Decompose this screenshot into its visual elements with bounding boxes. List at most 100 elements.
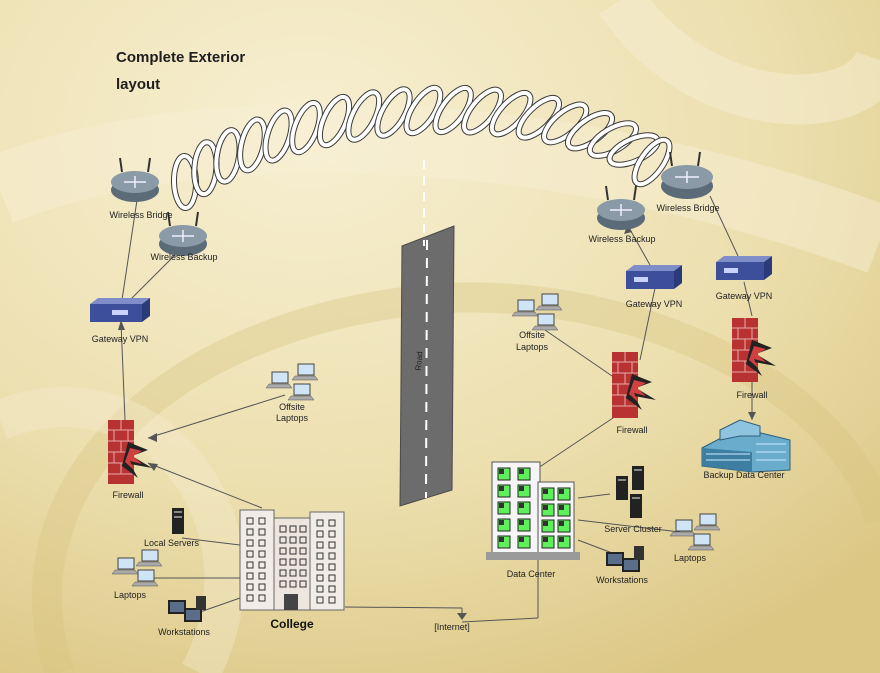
data-center-window-shade (499, 503, 504, 508)
firewall-left-icon (108, 420, 152, 484)
connections (120, 195, 753, 623)
gateway-vpn-right-2-label: Gateway VPN (715, 291, 773, 301)
college-window (299, 558, 307, 566)
offsite-laptops-right-icon (511, 293, 563, 331)
data-center-window-shade (559, 505, 564, 510)
helix-ring (433, 85, 473, 135)
data-center-window-shade (519, 469, 524, 474)
college-label: College (270, 617, 314, 631)
firewall-right-1-icon (612, 352, 656, 418)
college-window (258, 594, 266, 602)
college-window (316, 530, 324, 538)
workstations-left-icon (168, 596, 206, 622)
firewall-right-1-label: Firewall (616, 425, 648, 435)
page-title: Complete Exterior layout (116, 49, 246, 93)
college-window (246, 528, 254, 536)
data-center-building-icon (486, 461, 580, 560)
data-center-window-shade (519, 503, 524, 508)
wireless-link-helix (170, 84, 673, 211)
college-window (289, 580, 297, 588)
wireless-bridge-left-label: Wireless Bridge (109, 210, 173, 220)
helix-ring (462, 87, 503, 135)
offsite-laptops-left-icon (265, 363, 319, 401)
helix-ring (290, 100, 322, 155)
offsite-laptops-left-label-2: Laptops (275, 413, 309, 423)
college-window (299, 525, 307, 533)
data-center-window-shade (499, 469, 504, 474)
college-window (258, 539, 266, 547)
college-window (279, 547, 287, 555)
offsite-laptops-right-label-1: Offsite (519, 330, 545, 340)
college-window (279, 569, 287, 577)
wireless-backup-left-router (159, 211, 207, 256)
offsite-laptops-right-label-2: Laptops (515, 342, 549, 352)
college-window (279, 580, 287, 588)
college-window (328, 541, 336, 549)
firewall-right-2-icon (732, 318, 776, 382)
college-window (316, 563, 324, 571)
college-window (299, 580, 307, 588)
college-window (246, 517, 254, 525)
college-window (289, 558, 297, 566)
helix-ring (263, 108, 294, 163)
college-window (328, 574, 336, 582)
wireless-backup-right-router (597, 185, 645, 230)
college-window (316, 585, 324, 593)
college-window (258, 550, 266, 558)
college-window (289, 569, 297, 577)
laptops-right-icon (669, 513, 721, 551)
gateway-vpn-right-1-label: Gateway VPN (625, 299, 683, 309)
gateway-vpn-left-icon (90, 298, 150, 322)
college-window (316, 519, 324, 527)
firewall-right-2-label: Firewall (736, 390, 768, 400)
college-window (328, 552, 336, 560)
college-window (258, 528, 266, 536)
data-center-window-shade (499, 520, 504, 525)
local-servers-icon (172, 508, 184, 534)
wireless-backup-right-label: Wireless Backup (588, 234, 656, 244)
helix-ring (375, 87, 412, 138)
college-window (316, 541, 324, 549)
helix-ring (632, 137, 672, 187)
college-window (246, 561, 254, 569)
data-center-window-shade (543, 489, 548, 494)
data-center-window-shade (519, 537, 524, 542)
college-window (279, 536, 287, 544)
college-window (258, 583, 266, 591)
college-window (258, 517, 266, 525)
helix-ring (317, 94, 352, 148)
college-window (246, 539, 254, 547)
server-cluster-icon (616, 466, 644, 518)
data-center-window-shade (543, 521, 548, 526)
college-window (316, 596, 324, 604)
local-servers-label: Local Servers (144, 538, 200, 548)
data-center-window-shade (499, 486, 504, 491)
offsite-laptops-left-label-1: Offsite (279, 402, 305, 412)
college-window (258, 572, 266, 580)
data-center-window-shade (543, 505, 548, 510)
laptops-left-icon (111, 549, 163, 587)
wireless-bridge-right-label: Wireless Bridge (656, 203, 720, 213)
road (399, 160, 455, 507)
college-window (246, 550, 254, 558)
gateway-vpn-left-label: Gateway VPN (91, 334, 149, 344)
gateway-vpn-right-1-icon (626, 265, 682, 289)
college-window (289, 547, 297, 555)
college-window (299, 547, 307, 555)
college-window (299, 569, 307, 577)
college-window (289, 525, 297, 533)
college-window (328, 530, 336, 538)
laptops-left-label: Laptops (113, 590, 147, 600)
college-window (328, 585, 336, 593)
workstations-left-label: Workstations (158, 627, 210, 637)
college-window (258, 561, 266, 569)
server-cluster-label: Server Cluster (604, 524, 662, 534)
college-window (316, 552, 324, 560)
college-window (316, 574, 324, 582)
firewall-left-label: Firewall (112, 490, 144, 500)
data-center-window-shade (543, 537, 548, 542)
workstations-right-icon (606, 546, 644, 572)
data-center-window-shade (519, 486, 524, 491)
college-window (289, 536, 297, 544)
data-center-window-shade (559, 537, 564, 542)
